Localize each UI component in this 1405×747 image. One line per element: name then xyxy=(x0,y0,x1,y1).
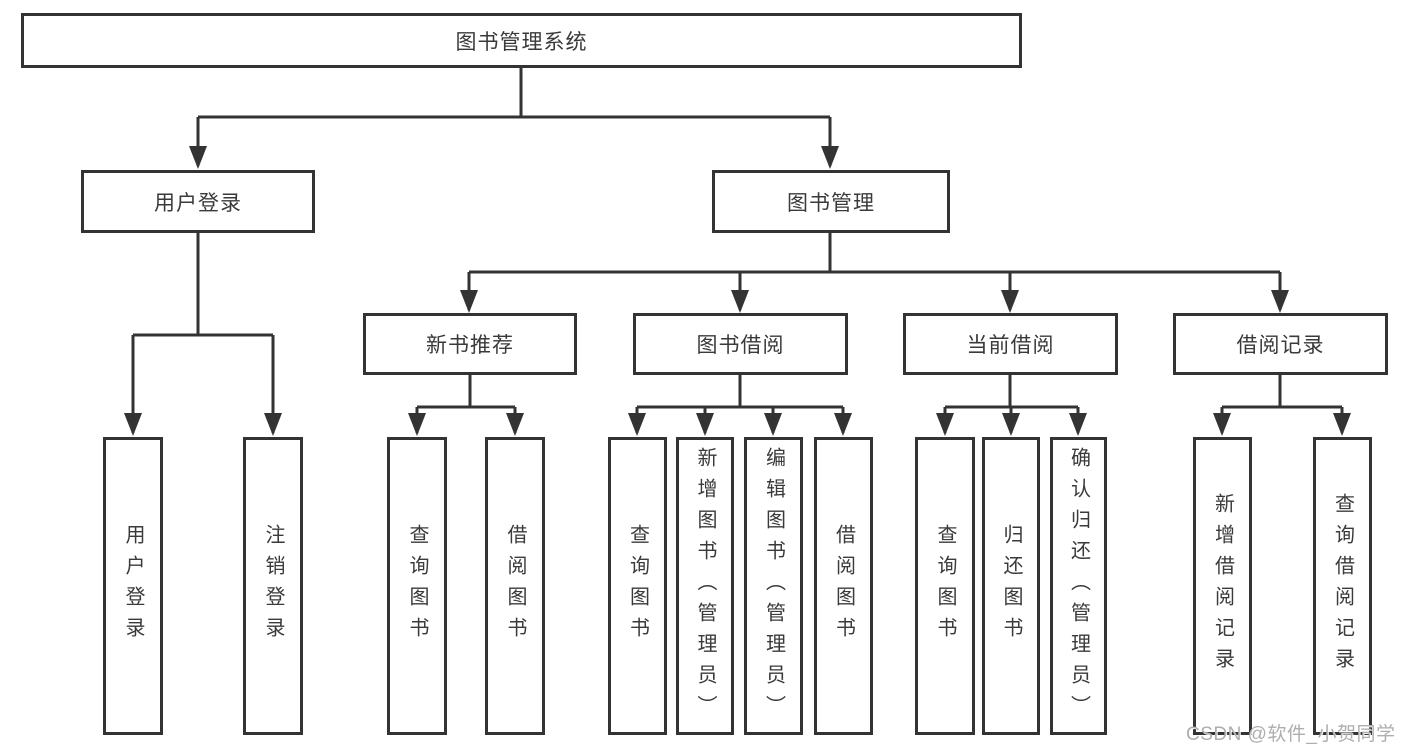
node-new-book-recommend: 新书推荐 xyxy=(363,313,577,375)
node-user-login: 用户登录 xyxy=(81,170,315,233)
node-label: 当前借阅 xyxy=(966,334,1055,357)
node-user-login-leaf: 用户登录 xyxy=(103,437,163,735)
node-label: 图书管理系统 xyxy=(455,30,588,54)
node-label: 借阅图书 xyxy=(504,524,526,648)
node-label: 查询图书 xyxy=(934,524,956,648)
node-label: 新增图书（管理员） xyxy=(694,446,716,726)
node-query-book-recommend: 查询图书 xyxy=(387,437,447,735)
node-library-management-system: 图书管理系统 xyxy=(21,13,1022,68)
node-label: 归还图书 xyxy=(1000,524,1022,648)
node-label: 借阅图书 xyxy=(832,524,855,648)
node-label: 借阅记录 xyxy=(1236,334,1325,357)
node-label: 用户登录 xyxy=(122,524,144,648)
node-label: 确认归还（管理员） xyxy=(1067,446,1090,726)
node-label: 注销登录 xyxy=(262,524,284,648)
csdn-watermark: CSDN @软件_小贺同学 xyxy=(1186,724,1396,745)
node-query-current-borrow: 查询图书 xyxy=(915,437,975,735)
node-borrow-book: 借阅图书 xyxy=(814,437,873,735)
node-label: 查询图书 xyxy=(626,524,649,648)
node-add-book-admin: 新增图书（管理员） xyxy=(676,437,734,735)
node-edit-book-admin: 编辑图书（管理员） xyxy=(744,437,803,735)
node-label: 新增借阅记录 xyxy=(1211,493,1234,679)
node-label: 图书管理 xyxy=(787,191,875,215)
node-confirm-return-admin: 确认归还（管理员） xyxy=(1050,437,1107,735)
node-borrow-record: 借阅记录 xyxy=(1173,313,1388,375)
node-label: 编辑图书（管理员） xyxy=(762,446,785,726)
node-book-management: 图书管理 xyxy=(712,170,950,233)
node-query-borrow-record: 查询借阅记录 xyxy=(1313,437,1372,735)
node-logout-leaf: 注销登录 xyxy=(243,437,303,735)
node-label: 查询借阅记录 xyxy=(1331,493,1354,679)
node-label: 查询图书 xyxy=(406,524,428,648)
node-current-borrow: 当前借阅 xyxy=(903,313,1118,375)
node-return-book: 归还图书 xyxy=(982,437,1040,735)
node-query-book-borrow: 查询图书 xyxy=(608,437,667,735)
node-label: 用户登录 xyxy=(154,191,242,215)
node-add-borrow-record: 新增借阅记录 xyxy=(1193,437,1252,735)
node-label: 新书推荐 xyxy=(426,334,514,357)
node-book-borrow: 图书借阅 xyxy=(633,313,848,375)
node-label: 图书借阅 xyxy=(696,334,785,357)
node-borrow-book-recommend: 借阅图书 xyxy=(485,437,545,735)
